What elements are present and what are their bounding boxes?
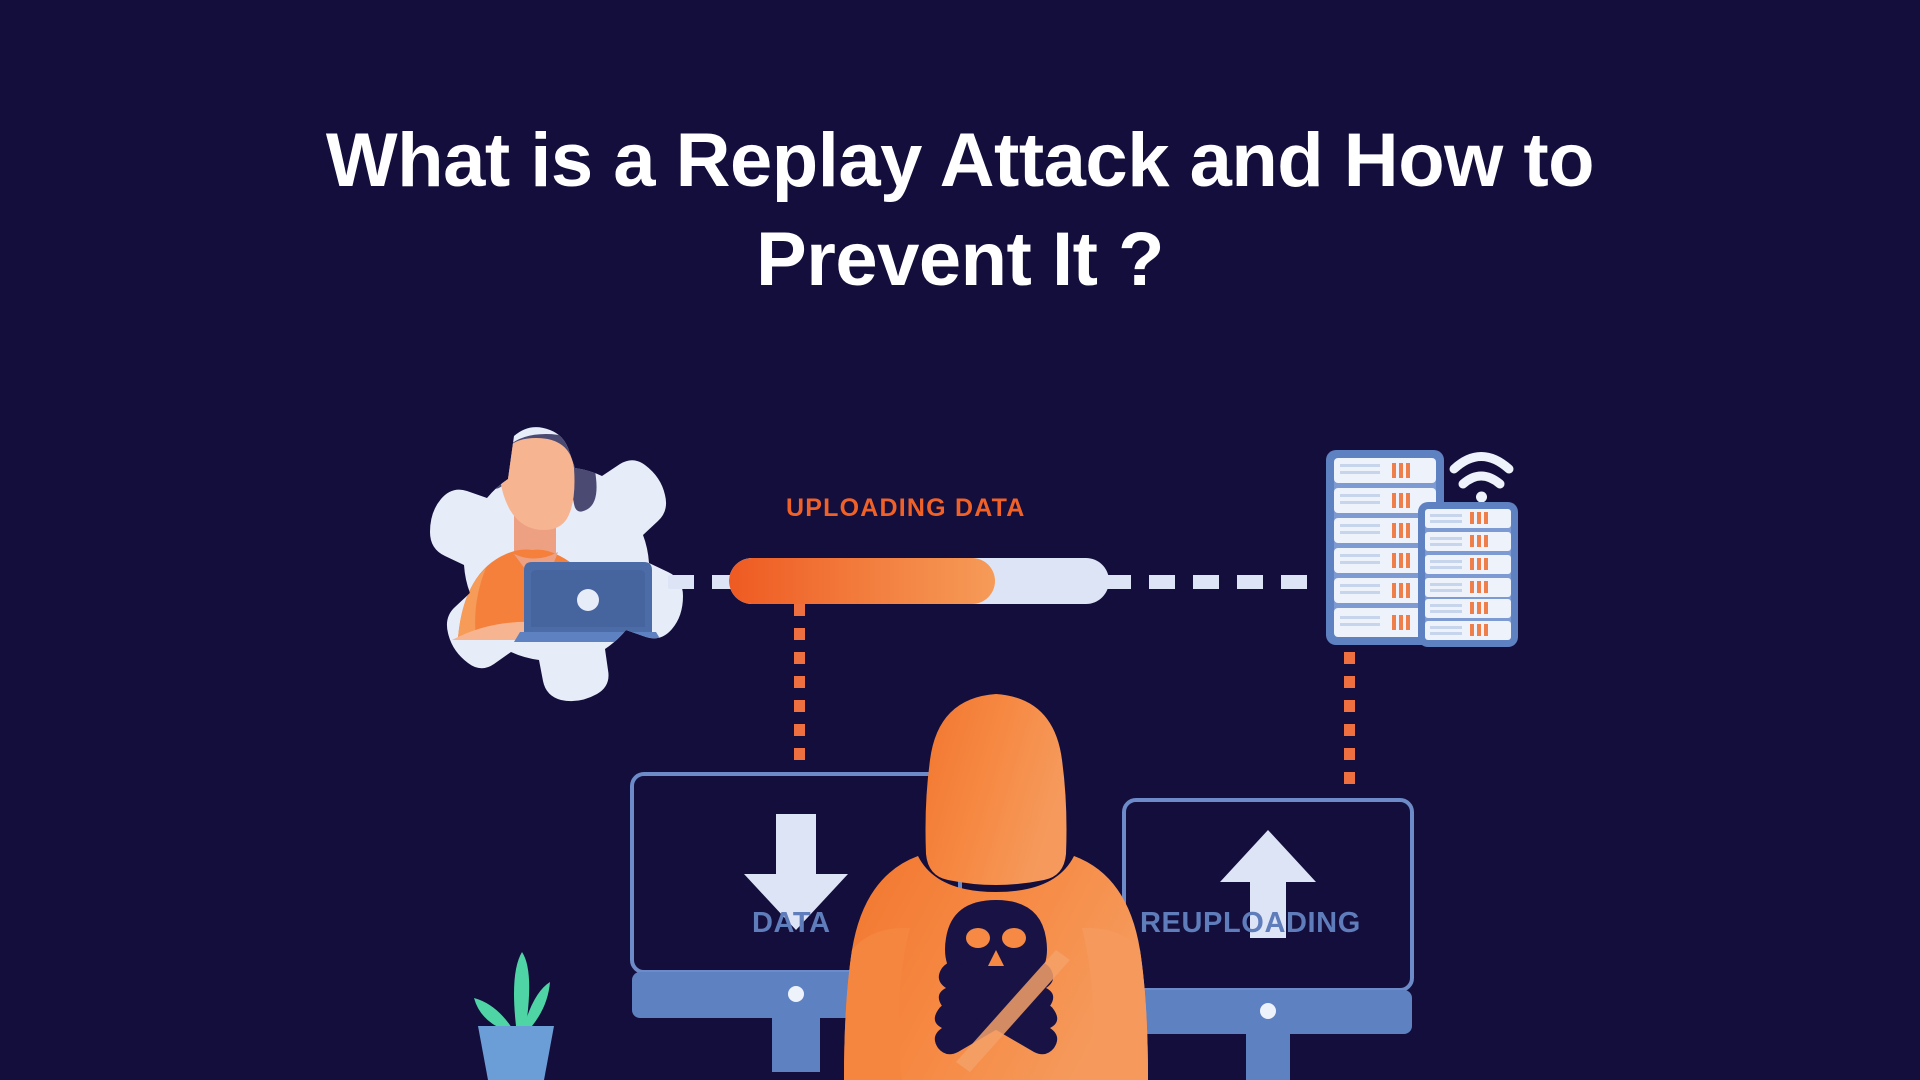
potted-plant-icon: [458, 930, 578, 1080]
intercept-line-right: [1344, 652, 1355, 794]
person-with-laptop-in-gear-icon: [396, 424, 686, 734]
monitor-data-caption: DATA: [752, 907, 831, 939]
monitor-reuploading: [1122, 798, 1414, 1080]
intercept-line-left: [794, 604, 805, 776]
upload-progress-fill: [729, 558, 995, 604]
wifi-icon: [1449, 452, 1514, 503]
upload-progress-bar: [729, 558, 1109, 604]
uploading-data-label: UPLOADING DATA: [786, 494, 1026, 522]
page-title: What is a Replay Attack and How to Preve…: [0, 112, 1920, 310]
monitor-reuploading-caption: REUPLOADING: [1140, 907, 1361, 939]
page-title-line-2: Prevent It ?: [756, 216, 1164, 302]
page-title-line-1: What is a Replay Attack and How to: [325, 118, 1595, 203]
hooded-hacker-icon: [800, 688, 1192, 1080]
dashed-connector-right: [1105, 575, 1317, 589]
server-rack-stack-icon: [1308, 440, 1558, 655]
